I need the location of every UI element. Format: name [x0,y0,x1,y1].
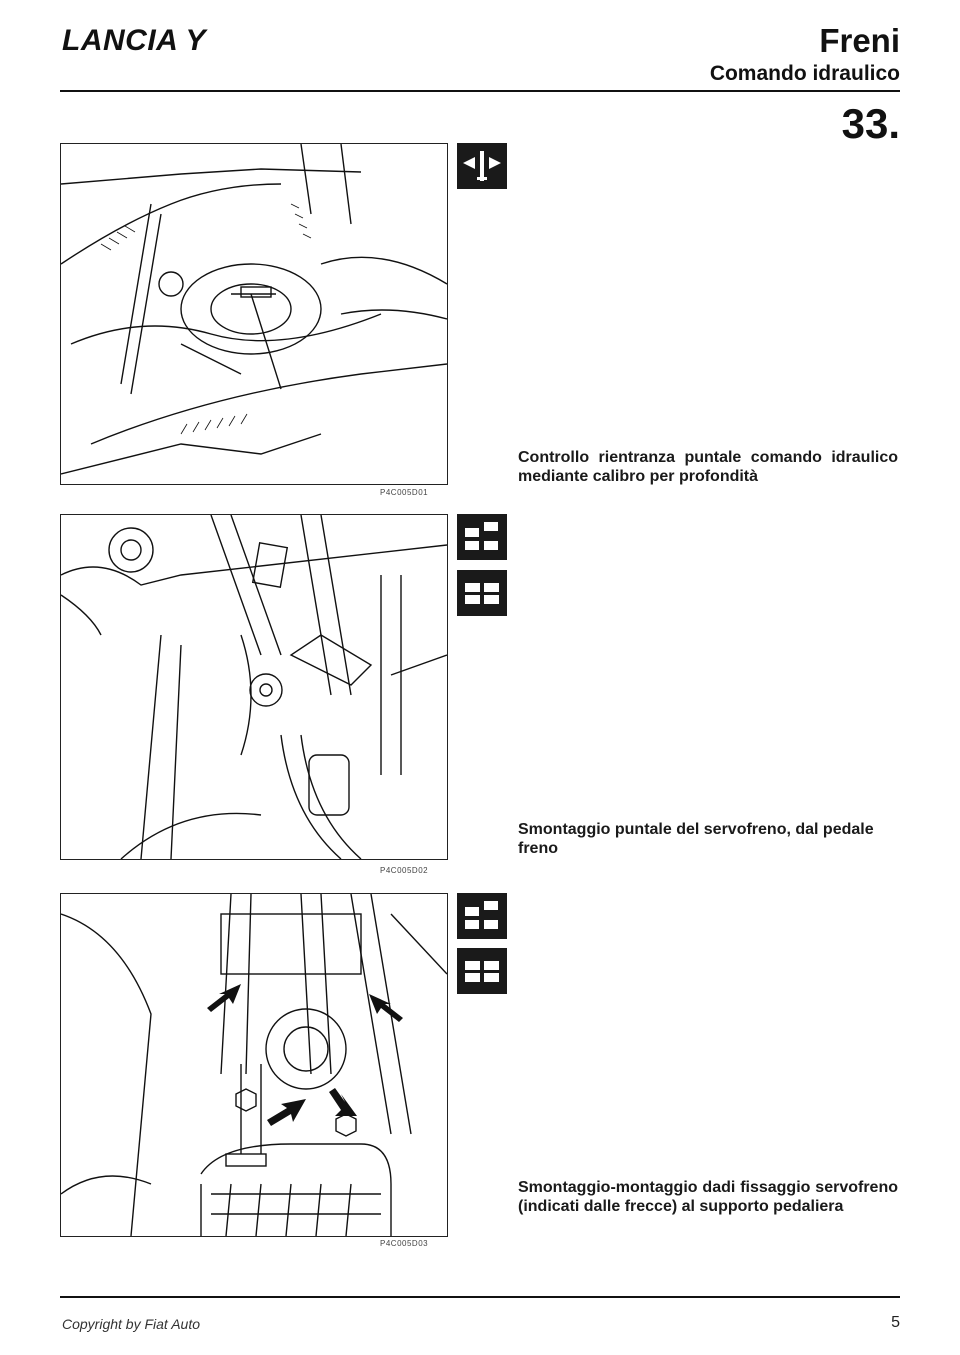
header-rule [60,90,900,92]
measure-icon [457,143,507,189]
figure-3-illustration [60,893,448,1237]
brake-pedal-drawing [61,515,447,859]
footer-rule [60,1296,900,1298]
engine-bay-drawing [61,144,447,475]
assemble-icon [457,948,507,994]
figure-1-caption: Controllo rientranza puntale comando idr… [518,449,898,486]
brand-title: LANCIA Y [62,24,207,57]
figure-2-illustration [60,514,448,860]
subsection-title: Comando idraulico [709,62,900,85]
servo-brake-nuts-drawing [61,894,447,1236]
disassemble-icon [457,893,507,939]
disassemble-icon [457,514,507,560]
figure-3-code: P4C005D03 [380,1239,429,1248]
figure-1-illustration [60,143,448,485]
figure-2-code: P4C005D02 [380,866,429,875]
footer-page-number: 5 [891,1314,900,1331]
section-title: Freni [819,22,900,59]
assemble-icon [457,570,507,616]
figure-2-caption: Smontaggio puntale del servofreno, dal p… [518,821,874,858]
copyright-text: Copyright by Fiat Auto [62,1316,200,1332]
figure-3-caption: Smontaggio-montaggio dadi fissaggio serv… [518,1179,898,1216]
figure-1-code: P4C005D01 [380,488,429,497]
page-number: 33. [841,100,900,147]
